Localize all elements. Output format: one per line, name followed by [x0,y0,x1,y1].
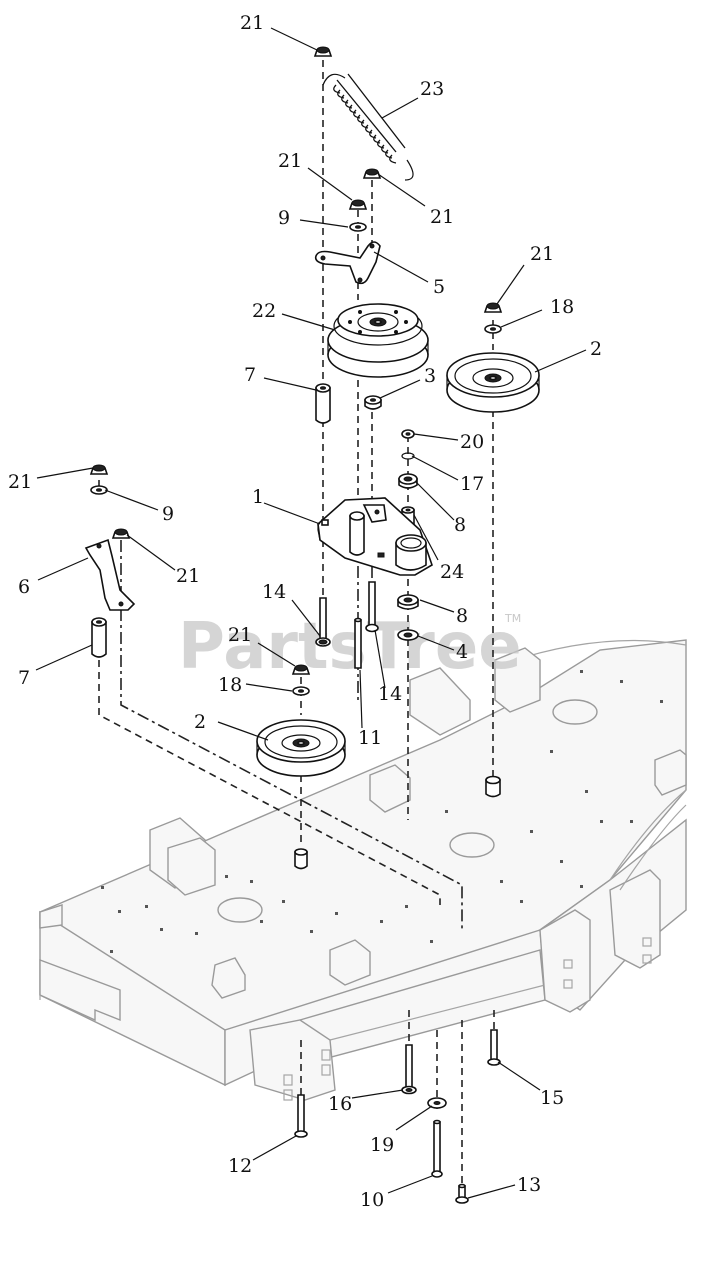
bolt-16 [401,1044,417,1095]
flat-idler-pulley [327,303,429,378]
mower-deck [39,639,687,1101]
long-bolt-11 [354,617,362,669]
retaining-ring [401,429,415,439]
callout-23: 23 [420,78,444,100]
washer-left-pulley [292,686,310,696]
callout-21: 21 [430,206,454,228]
washer-left [90,485,108,495]
washer-right [484,324,502,334]
bolt-15 [487,1029,501,1066]
callout-2: 2 [590,338,602,360]
callout-21: 21 [8,471,32,493]
bushing [364,395,382,410]
callouts: 21 23 21 21 9 5 21 18 2 22 7 3 20 17 21 … [8,12,602,1211]
bolt-13 [455,1183,469,1204]
callout-12: 12 [228,1155,252,1177]
spacer-top [315,383,331,424]
callout-10: 10 [360,1189,384,1211]
callout-21: 21 [278,150,302,172]
watermark-trademark: TM [504,612,521,625]
callout-8: 8 [456,605,468,627]
washer-4 [397,629,419,641]
callout-8: 8 [454,514,466,536]
bearing-top [398,473,418,489]
bolt-14-left [315,597,331,647]
leader-lines [35,27,587,1199]
callout-7: 7 [244,364,256,386]
watermark: PartsTree TM [178,610,522,684]
watermark-text: PartsTree [178,610,522,684]
callout-17: 17 [460,473,484,495]
bearing-bottom [397,594,419,610]
callout-19: 19 [370,1134,394,1156]
callout-14: 14 [378,683,402,705]
callout-7: 7 [18,667,30,689]
callout-5: 5 [433,276,445,298]
spacer-left [91,617,107,658]
callout-20: 20 [460,431,484,453]
callout-14: 14 [262,581,286,603]
callout-21: 21 [228,624,252,646]
idler-arm [314,241,381,285]
callout-18: 18 [550,296,574,318]
callout-15: 15 [540,1087,564,1109]
deck-stud-left [294,848,308,870]
v-idler-pulley-left [256,719,346,777]
callout-18: 18 [218,674,242,696]
bolt-10 [431,1119,443,1178]
callout-3: 3 [424,365,436,387]
callout-1: 1 [252,486,264,508]
extension-spring [322,73,414,181]
callout-9: 9 [162,503,174,525]
callout-9: 9 [278,207,290,229]
callout-21: 21 [176,565,200,587]
flange-nut-left-pulley [291,664,311,675]
belt-guide-bracket [84,538,136,611]
flange-nut-top [313,46,333,57]
bolt-14-right [365,581,379,633]
washer-17 [401,452,415,460]
callout-24: 24 [440,561,464,583]
v-idler-pulley-right [446,352,540,413]
deck-holes [101,670,663,953]
deck-stud-right [485,775,501,798]
flange-nut-left [89,464,109,475]
callout-2: 2 [194,711,206,733]
washer-top [349,222,367,232]
callout-21: 21 [530,243,554,265]
flange-nut-spring [362,168,382,179]
washer-19 [427,1097,447,1109]
callout-22: 22 [252,300,276,322]
flange-nut-bracket [111,528,131,539]
callout-4: 4 [456,641,468,663]
bolt-12 [294,1094,308,1138]
flange-nut-arm [348,199,368,210]
callout-6: 6 [18,576,30,598]
callout-11: 11 [358,727,382,749]
callout-21: 21 [240,12,264,34]
flange-nut-right [483,302,503,313]
callout-13: 13 [517,1174,541,1196]
callout-16: 16 [328,1093,352,1115]
idler-bracket-plate [317,497,433,576]
